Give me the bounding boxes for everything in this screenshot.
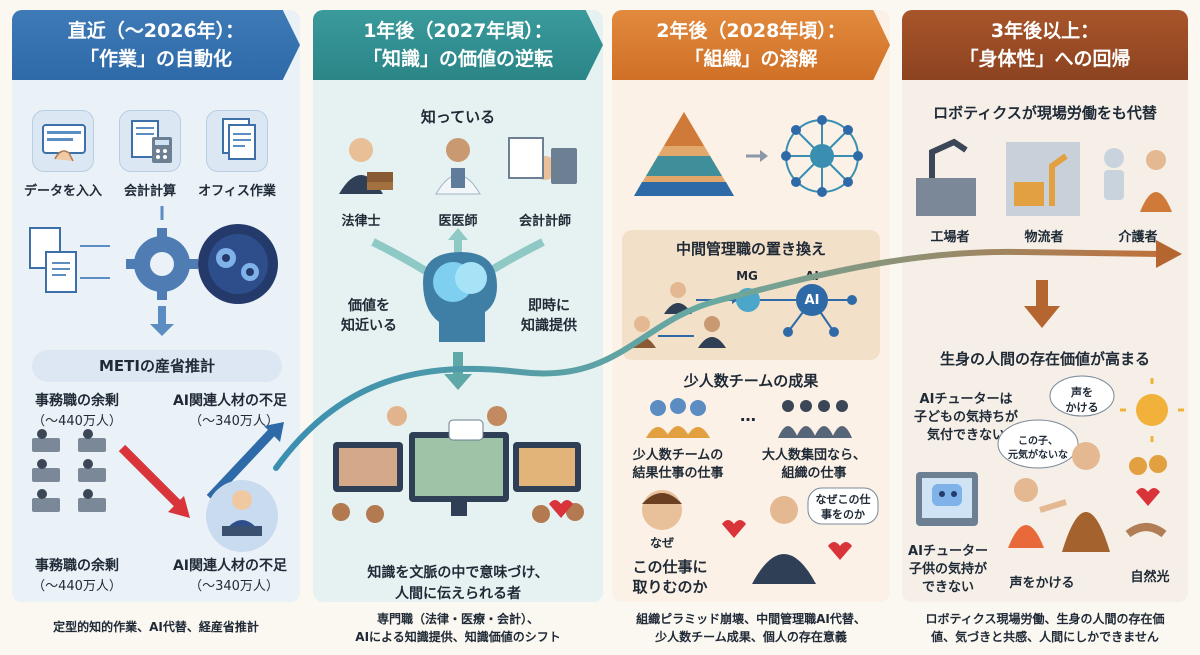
communication-illustration bbox=[332, 406, 584, 523]
tutor-label: できない bbox=[921, 580, 975, 595]
column-one-year: 1年後（2027年頃）： 「知識」の価値の逆転 知っている 法律士 医医師 会計… bbox=[313, 10, 603, 602]
question-label: この仕事に bbox=[632, 558, 708, 576]
meti-title: METIの産省推計 bbox=[32, 350, 282, 382]
bubble-text: 事をのか bbox=[821, 508, 865, 521]
robotics-illustration bbox=[916, 138, 1172, 216]
nature-label: 自然光 bbox=[1130, 570, 1170, 585]
footer-line: ロボティクス現場労働、生身の人間の存在価 bbox=[925, 612, 1165, 626]
footer-line: 組織ピラミッド崩壊、中間管理職AI代替、 bbox=[636, 612, 866, 626]
down-arrow-icon bbox=[1024, 280, 1060, 328]
right-label: 知識提供 bbox=[521, 318, 577, 334]
profession-label: 会計計師 bbox=[518, 214, 572, 229]
pyramid-to-network-illustration bbox=[634, 112, 863, 197]
header-line-2: 「組織」の溶解 bbox=[684, 48, 818, 70]
shortage-value: （〜340万人） bbox=[189, 579, 279, 594]
surplus-label: 事務職の余剰 bbox=[35, 393, 119, 409]
question-label: 取りむのか bbox=[632, 578, 708, 596]
header-line-1: 1年後（2027年頃）： bbox=[363, 20, 553, 42]
surplus-label: 事務職の余剰 bbox=[35, 558, 119, 574]
profession-label: 法律士 bbox=[341, 214, 381, 229]
footer-line: AIによる知識提供、知識価値のシフト bbox=[355, 630, 561, 644]
tutor-label: AIチューター bbox=[908, 544, 988, 559]
left-label: 価値を bbox=[348, 298, 390, 314]
small-team-label: 少人数チームの bbox=[632, 448, 724, 463]
replacement-illustration bbox=[628, 282, 857, 348]
column-footer: 組織ピラミッド崩壊、中間管理職AI代替、 少人数チーム成果、個人の存在意義 bbox=[612, 610, 890, 646]
workforce-shift-illustration bbox=[32, 422, 284, 552]
surplus-value: （〜440万人） bbox=[32, 579, 122, 594]
tutor-label: 子供の気持が bbox=[908, 562, 988, 577]
column-footer: 定型的知的作業、AI代替、経産省推計 bbox=[53, 620, 259, 634]
thought-bubble-text: 元気がないな bbox=[1008, 450, 1068, 461]
task-label: オフィス作業 bbox=[198, 184, 276, 199]
shortage-label: AI関連人材の不足 bbox=[172, 393, 288, 409]
bottom-label: 知識を文脈の中で意味づけ、 bbox=[367, 565, 549, 581]
speech-bubble-text: かける bbox=[1065, 401, 1099, 414]
human-value-title: 生身の人間の存在価値が高まる bbox=[939, 350, 1151, 368]
small-team-label: 結果仕事の仕事 bbox=[632, 466, 724, 481]
profession-label: 医医師 bbox=[438, 214, 478, 229]
shortage-label: AI関連人材の不足 bbox=[172, 558, 288, 574]
bubble-text: なぜこの仕 bbox=[815, 493, 871, 506]
header-line-2: 「身体性」への回帰 bbox=[959, 48, 1131, 70]
header-line-1: 2年後（2028年頃）： bbox=[656, 20, 846, 42]
column-header: 直近（〜2026年）： 「作業」の自動化 bbox=[12, 10, 300, 80]
knowing-label: 知っている bbox=[420, 108, 496, 126]
column-three-years: 3年後以上： 「身体性」への回帰 ロボティクスが現場労働をも代替 工場者 物流者… bbox=[902, 10, 1188, 602]
column-two-years: 2年後（2028年頃）： 「組織」の溶解 中間管理職の置き換え MG AI AI… bbox=[612, 10, 890, 602]
call-label: 声をかける bbox=[1009, 576, 1075, 591]
right-label: 即時に bbox=[528, 298, 570, 314]
accounting-icon bbox=[119, 110, 181, 172]
large-group-label: 組織の仕事 bbox=[781, 466, 847, 481]
header-line-1: 直近（〜2026年）： bbox=[67, 20, 245, 42]
column-footer: 専門職（法律・医療・会計）、 AIによる知識提供、知識価値のシフト bbox=[313, 610, 603, 646]
professionals-illustration bbox=[339, 137, 577, 195]
robotics-title: ロボティクスが現場労働をも代替 bbox=[933, 104, 1157, 122]
footer-line: 専門職（法律・医療・会計）、 bbox=[376, 612, 539, 626]
task-label: データを入入 bbox=[23, 184, 103, 199]
bottom-label: 人間に伝えられる者 bbox=[395, 586, 521, 602]
small-team-title: 少人数チームの成果 bbox=[683, 372, 819, 390]
column-header: 2年後（2028年頃）： 「組織」の溶解 bbox=[612, 10, 890, 80]
header-line-2: 「知識」の価値の逆転 bbox=[362, 48, 553, 70]
column-footer: ロボティクス現場労働、生身の人間の存在価 値、気づきと共感、人間にしかできません bbox=[902, 610, 1188, 646]
shortage-value: （〜340万人） bbox=[189, 414, 279, 429]
large-group-label: 大人数集団なら、 bbox=[761, 448, 867, 463]
footer-line: 少人数チーム成果、個人の存在意義 bbox=[655, 630, 847, 644]
question-label: なぜ bbox=[649, 536, 675, 550]
purpose-illustration bbox=[642, 487, 879, 584]
data-entry-icon bbox=[32, 110, 94, 172]
header-line-2: 「作業」の自動化 bbox=[79, 48, 232, 70]
workplace-label: 介護者 bbox=[1118, 230, 1158, 245]
middle-management-title: 中間管理職の置き換え bbox=[675, 240, 827, 258]
office-work-icon bbox=[206, 110, 268, 172]
column-header: 1年後（2027年頃）： 「知識」の価値の逆転 bbox=[313, 10, 603, 80]
surplus-value: （〜440万人） bbox=[32, 414, 122, 429]
footer-line: 値、気づきと共感、人間にしかできません bbox=[931, 630, 1159, 644]
workplace-label: 工場者 bbox=[930, 230, 970, 245]
column-current: 直近（〜2026年）： 「作業」の自動化 データを入入 会計計算 オフィス作業 … bbox=[12, 10, 300, 602]
automation-illustration bbox=[29, 206, 278, 336]
task-label: 会計計算 bbox=[123, 184, 177, 199]
ellipsis: … bbox=[740, 406, 756, 425]
ai-node-label: AI bbox=[804, 293, 820, 308]
workplace-label: 物流者 bbox=[1024, 230, 1064, 245]
speech-bubble-text: 声を bbox=[1071, 386, 1093, 399]
thought-bubble-text: この子、 bbox=[1018, 436, 1058, 447]
left-label: 知近いる bbox=[341, 318, 397, 334]
header-line-1: 3年後以上： bbox=[990, 20, 1100, 42]
column-header: 3年後以上： 「身体性」への回帰 bbox=[902, 10, 1188, 80]
